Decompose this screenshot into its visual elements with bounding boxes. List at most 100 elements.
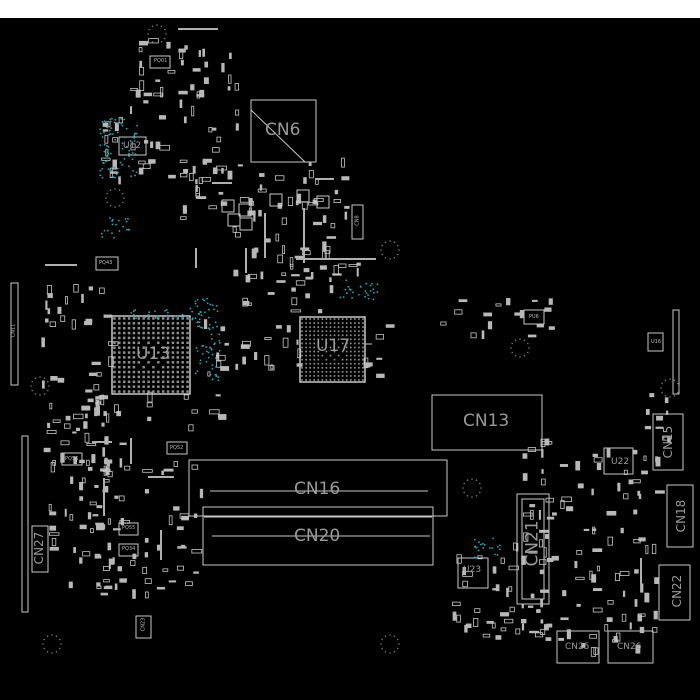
via <box>115 223 118 226</box>
passive-outline <box>281 272 287 276</box>
passive-outline <box>607 536 613 546</box>
bga-ball <box>333 334 336 337</box>
passive-outline <box>90 528 94 534</box>
bga-ball <box>362 379 364 381</box>
bga-ball <box>333 326 336 328</box>
passive-pad <box>253 247 259 253</box>
bga-ball <box>333 362 336 365</box>
passive-pad <box>87 466 93 471</box>
square-pad <box>269 193 283 207</box>
passive-pad <box>492 566 497 574</box>
via <box>109 217 111 219</box>
passive-outline <box>592 607 603 613</box>
via <box>123 157 126 160</box>
passive-pad <box>655 490 665 494</box>
pu6-label: PU6 <box>529 314 539 320</box>
passive-pad <box>622 590 626 597</box>
bga-ball <box>309 330 311 333</box>
via <box>123 118 126 121</box>
passive-outline <box>440 321 447 326</box>
passive-pad <box>176 526 184 531</box>
bga-ball <box>349 334 352 337</box>
passive-pad <box>72 431 77 434</box>
via <box>147 314 150 316</box>
bga-ball <box>127 390 131 393</box>
mounting-dot <box>398 643 400 645</box>
bga-ball <box>176 346 180 349</box>
passive-pad <box>85 318 93 324</box>
passive-outline <box>216 136 222 143</box>
trace-bar <box>103 478 105 516</box>
via <box>121 124 124 127</box>
via <box>479 543 482 546</box>
bga-ball <box>333 330 336 333</box>
passive-pad <box>96 582 101 587</box>
bga-ball <box>137 375 141 379</box>
passive-outline <box>543 547 547 558</box>
bga-ball <box>127 326 131 330</box>
bga-ball <box>118 326 121 330</box>
bga-ball <box>317 366 320 369</box>
bga-ball <box>341 342 344 345</box>
passive-pad <box>144 537 149 543</box>
passive-outline <box>147 391 153 403</box>
passive-pad <box>101 422 105 427</box>
via <box>165 309 168 311</box>
bga-ball <box>113 351 116 354</box>
passive-pad <box>591 574 597 583</box>
via <box>211 367 214 370</box>
passive-pad <box>96 505 103 509</box>
passive-outline <box>104 134 109 144</box>
via <box>111 133 114 136</box>
bga-ball <box>157 375 160 379</box>
bga-ball <box>301 358 303 361</box>
bga-ball <box>341 350 344 353</box>
mounting-dot <box>678 387 680 389</box>
via <box>214 373 217 376</box>
via <box>218 339 221 342</box>
bga-ball <box>349 350 352 353</box>
passive-pad <box>192 68 201 72</box>
via <box>201 327 204 329</box>
bga-ball <box>317 375 320 377</box>
bga-ball <box>176 370 180 374</box>
bga-ball <box>354 366 356 369</box>
passive-outline <box>491 622 496 629</box>
bga-ball <box>325 342 328 345</box>
passive-pad <box>566 629 571 640</box>
bga-ball <box>349 371 352 373</box>
bga-ball <box>354 338 356 341</box>
cn27-label: CN27 <box>32 531 46 565</box>
u13-bga <box>111 315 191 395</box>
bga-ball <box>358 366 360 369</box>
bga-ball <box>171 346 175 349</box>
passive-pad <box>75 427 80 432</box>
mounting-dot <box>389 240 391 242</box>
via <box>211 304 214 307</box>
passive-pad <box>592 588 603 592</box>
bga-ball <box>301 366 303 369</box>
mounting-dot <box>673 379 676 382</box>
passive-outline <box>538 539 544 548</box>
bga-ball <box>171 331 175 335</box>
passive-pad <box>102 447 106 457</box>
bga-ball <box>166 385 170 388</box>
passive-pad <box>541 469 544 474</box>
passive-pad <box>143 92 153 97</box>
mounting-dot <box>478 491 481 494</box>
mounting-dot <box>393 241 396 244</box>
mounting-dot <box>396 244 399 247</box>
via <box>372 298 375 301</box>
bga-ball <box>127 322 131 325</box>
via <box>202 344 205 347</box>
bga-ball <box>166 356 170 359</box>
passive-pad <box>163 468 174 472</box>
via <box>492 537 495 540</box>
passive-pad <box>215 394 221 397</box>
passive-pad <box>665 410 669 415</box>
passive-pad <box>94 553 101 559</box>
bga-ball <box>186 390 189 393</box>
bga-ball <box>345 342 348 345</box>
via <box>196 305 199 308</box>
mounting-dot <box>156 24 158 26</box>
